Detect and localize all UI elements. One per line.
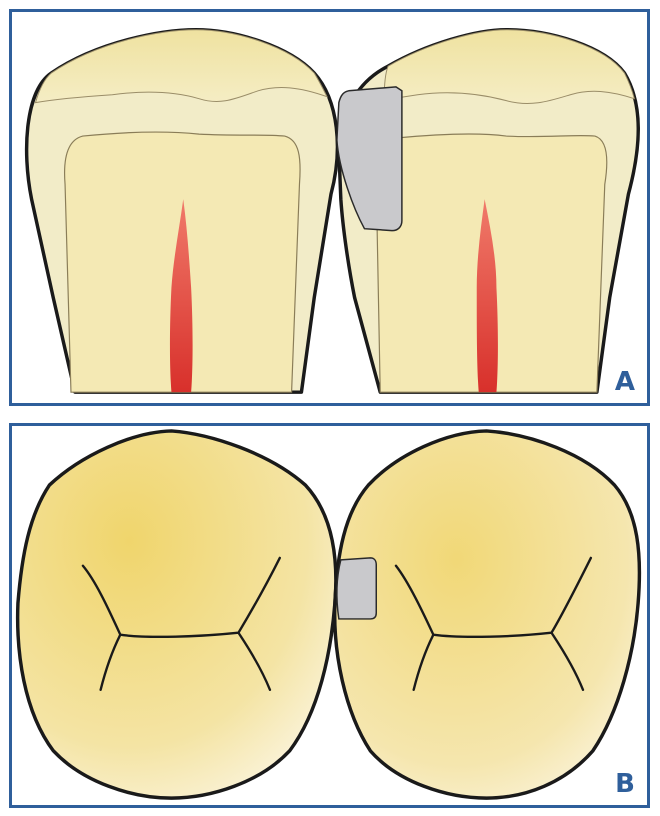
right-tooth-section — [337, 30, 638, 392]
occlusal-view-diagram — [12, 426, 647, 805]
tooth-section-diagram — [12, 12, 647, 403]
left-tooth-occlusal — [18, 431, 336, 798]
right-tooth-occlusal — [335, 431, 640, 798]
panel-label-a: A — [615, 367, 635, 397]
left-occlusal-outline — [18, 431, 336, 798]
panel-a: A — [9, 9, 650, 406]
right-occlusal-outline — [335, 431, 640, 798]
right-occlusal-proximal-restoration — [337, 558, 376, 619]
panel-b: B — [9, 423, 650, 808]
panel-label-b: B — [615, 769, 635, 799]
left-tooth-section — [27, 30, 338, 392]
